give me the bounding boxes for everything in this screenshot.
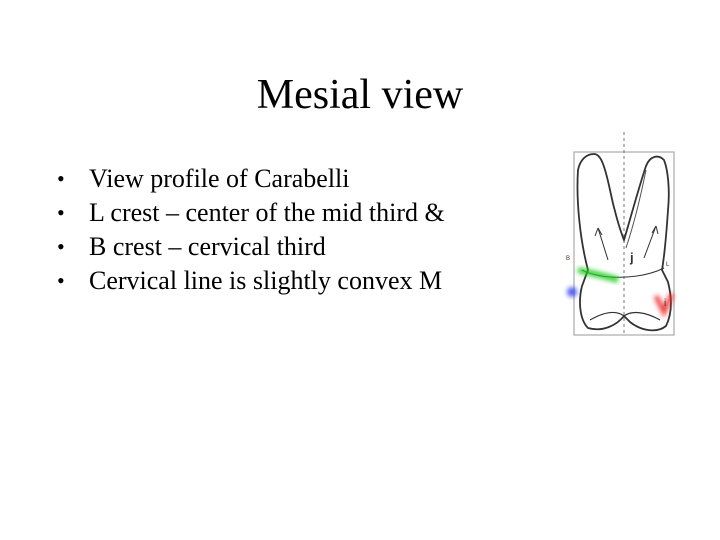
bullet-item: • B crest – cervical third (57, 230, 547, 264)
slide-title: Mesial view (256, 72, 464, 118)
green-highlight (577, 267, 619, 283)
label-j: j (629, 250, 634, 265)
cusp-line (589, 311, 661, 321)
red-v-mark (653, 292, 675, 318)
bullet-text: Cervical line is slightly convex M (89, 266, 443, 295)
tooth-diagram: B L j i (566, 132, 675, 336)
bullet-marker: • (57, 166, 65, 191)
arrow-right (643, 225, 657, 259)
label-i: i (664, 298, 666, 309)
tooth-outline (576, 153, 672, 332)
arrow-left (597, 227, 609, 261)
arrow-right-head (651, 225, 659, 235)
bullet-marker: • (57, 200, 65, 225)
arrow-left-head (594, 227, 603, 237)
label-lingual: L (666, 262, 670, 268)
bullet-item: • View profile of Carabelli (57, 162, 547, 196)
bullet-text: L crest – center of the mid third & (89, 198, 445, 227)
root-inner-line (625, 169, 647, 249)
tooth-mesial-view-figure: B L j i (560, 130, 690, 340)
bullet-text: View profile of Carabelli (89, 164, 350, 193)
bullet-marker: • (57, 268, 65, 293)
bullet-item: • Cervical line is slightly convex M (57, 264, 547, 298)
bullet-list: • View profile of Carabelli • L crest – … (57, 162, 547, 298)
bullet-marker: • (57, 234, 65, 259)
blue-mark (567, 287, 577, 297)
bullet-text: B crest – cervical third (89, 232, 326, 261)
label-buccal: B (566, 256, 570, 262)
bullet-item: • L crest – center of the mid third & (57, 196, 547, 230)
